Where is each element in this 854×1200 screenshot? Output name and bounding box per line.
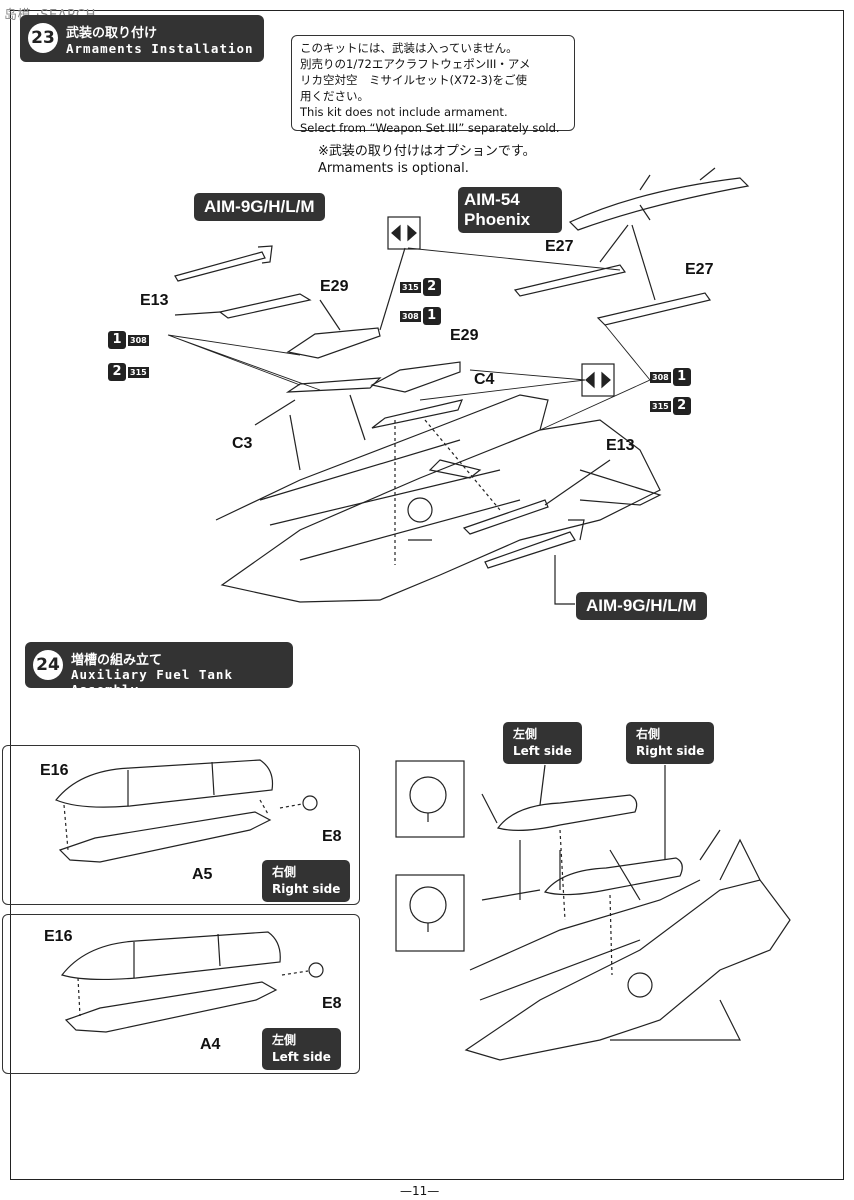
panel-left-a4: A4 xyxy=(200,1036,221,1053)
armament-notice: このキットには、武装は入っていません。 別売りの1/72エアクラフトウェポンII… xyxy=(291,35,575,135)
panel-right-tank xyxy=(2,745,360,905)
step-title-en: Auxiliary Fuel Tank Assembly xyxy=(71,667,233,697)
step-title-en: Armaments Installation xyxy=(66,41,254,56)
aim9-top-missile xyxy=(174,245,273,282)
optional-note-en: Armaments is optional. xyxy=(318,161,469,176)
badge-tag: 315 xyxy=(400,281,421,293)
badge-number: 2 xyxy=(672,397,691,415)
aim54-label-line1: AIM-54 xyxy=(464,190,520,209)
badge-tag: 315 xyxy=(650,400,671,412)
aircraft-step23 xyxy=(215,394,662,603)
side-label-en: Left side xyxy=(272,1050,331,1064)
aim54-missile xyxy=(568,167,750,231)
side-label-en: Right side xyxy=(272,882,341,896)
aim54-label-line2: Phoenix xyxy=(464,210,531,229)
part-e27-right: E27 xyxy=(685,261,714,278)
side-label-en: Right side xyxy=(636,744,705,758)
step-24-banner: 24 増槽の組み立て Auxiliary Fuel Tank Assembly xyxy=(25,642,293,697)
step-23-banner: 23 武装の取り付け Armaments Installation xyxy=(20,15,264,62)
part-e27-upper: E27 xyxy=(545,238,574,255)
step-number: 23 xyxy=(28,23,58,53)
part-c3: C3 xyxy=(232,435,253,452)
panel-left-e8: E8 xyxy=(322,995,342,1012)
side-label-jp: 左側 xyxy=(513,727,538,741)
panel-right-e16: E16 xyxy=(40,762,69,779)
badge-number: 1 xyxy=(422,307,441,325)
tank-left-drawing xyxy=(60,931,324,1033)
side-label-en: Left side xyxy=(513,744,572,758)
notice-line: This kit does not include armament. xyxy=(300,105,508,119)
optional-note-jp: ※武装の取り付けはオプションです。 xyxy=(318,144,536,159)
aim54-label: AIM-54 Phoenix xyxy=(458,187,562,233)
badge-308-1-right: 308 1 xyxy=(648,368,691,386)
badge-308-1-center: 308 1 xyxy=(398,307,441,325)
badge-tag: 308 xyxy=(650,371,671,383)
badge-number: 2 xyxy=(422,278,441,296)
badge-tag: 315 xyxy=(128,366,149,378)
notice-line: リカ空対空 ミサイルセット(X72-3)をご使 xyxy=(300,73,527,87)
aim9-bottom-label: AIM-9G/H/L/M xyxy=(576,592,707,620)
assembly-right-label: 右側 Right side xyxy=(626,722,715,764)
side-label-jp: 右側 xyxy=(636,727,661,741)
part-c4: C4 xyxy=(474,371,495,388)
page-frame xyxy=(10,10,844,1180)
badge-tag: 308 xyxy=(128,334,149,346)
side-label-jp: 左側 xyxy=(272,1033,297,1047)
notice-line: 別売りの1/72エアクラフトウェポンIII・アメ xyxy=(300,57,531,71)
badge-number: 1 xyxy=(108,331,126,349)
swap-arrows-top xyxy=(387,216,421,250)
badge-tag: 308 xyxy=(400,310,421,322)
panel-right-e8: E8 xyxy=(322,828,342,845)
swap-arrows-right xyxy=(581,363,615,397)
badge-2-315-left: 2 315 xyxy=(108,363,151,381)
panel-left-e16: E16 xyxy=(44,928,73,945)
optional-note: ※武装の取り付けはオプションです。 Armaments is optional. xyxy=(318,143,536,177)
notice-line: Select from “Weapon Set III” separately … xyxy=(300,121,560,135)
aircraft-step24 xyxy=(464,829,791,1061)
tank-assembly-right xyxy=(543,857,683,896)
badge-315-2-right: 315 2 xyxy=(648,397,691,415)
step-title-jp: 増槽の組み立て xyxy=(71,653,163,668)
part-e29-center: E29 xyxy=(450,327,479,344)
side-label-jp: 右側 xyxy=(272,865,297,879)
panel-right-a5: A5 xyxy=(192,866,213,883)
panel-right-side-label: 右側 Right side xyxy=(262,860,351,902)
badge-1-308-left: 1 308 xyxy=(108,331,151,349)
notice-line: このキットには、武装は入っていません。 xyxy=(300,41,518,55)
part-e29-left: E29 xyxy=(320,278,349,295)
badge-number: 1 xyxy=(672,368,691,386)
part-e13-right: E13 xyxy=(606,437,635,454)
aim9-top-label: AIM-9G/H/L/M xyxy=(194,193,325,221)
page-number: —11— xyxy=(400,1184,440,1198)
badge-315-2-center: 315 2 xyxy=(398,278,441,296)
assembly-left-label: 左側 Left side xyxy=(503,722,582,764)
step-number: 24 xyxy=(33,650,63,680)
part-e13-top: E13 xyxy=(140,292,169,309)
step-title-jp: 武装の取り付け xyxy=(66,26,158,41)
panel-left-tank xyxy=(2,914,360,1074)
notice-line: 用ください。 xyxy=(300,89,369,103)
tank-assembly-left xyxy=(496,794,638,831)
badge-number: 2 xyxy=(108,363,126,381)
tank-right-drawing xyxy=(55,759,318,863)
panel-left-side-label: 左側 Left side xyxy=(262,1028,341,1070)
